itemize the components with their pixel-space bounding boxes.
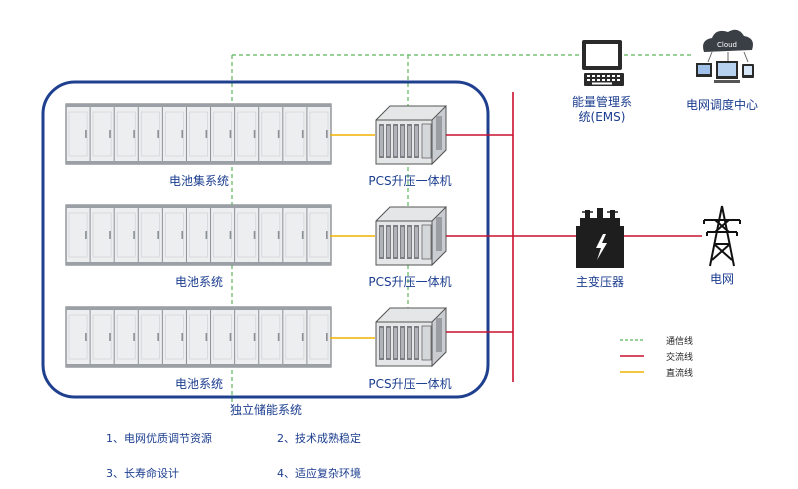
- storage-system-label: 独立储能系统: [229, 403, 303, 417]
- battery-cabinet-bot: [65, 306, 332, 368]
- battery-cabinet-mid: [65, 204, 332, 266]
- pcs-unit-bot: [375, 306, 447, 368]
- ems-computer-icon: [582, 40, 624, 86]
- cloud-label: Cloud: [717, 41, 737, 49]
- pcs-unit-top: [375, 104, 447, 166]
- ems-label-line2: 统(EMS): [578, 110, 626, 124]
- ac-lines: [446, 92, 702, 382]
- legend-comm-label: 通信线: [666, 337, 694, 347]
- pcs-bot-label: PCS升压一体机: [368, 377, 452, 391]
- battery-cluster-mid-label: 电池系统: [174, 275, 224, 289]
- legend-dc-label: 直流线: [666, 369, 694, 379]
- transformer-label: 主变压器: [575, 275, 625, 289]
- pcs-top-label: PCS升压一体机: [368, 174, 452, 188]
- dc-lines: [330, 134, 375, 339]
- feature-item: 1、电网优质调节资源: [106, 432, 212, 445]
- legend: [620, 339, 644, 373]
- transformer-icon: [576, 208, 624, 268]
- storage-system-frame: [41, 80, 490, 399]
- ems-label-line1: 能量管理系: [571, 95, 633, 109]
- cloud-icon: Cloud: [703, 29, 753, 63]
- feature-item: 3、长寿命设计: [106, 467, 179, 480]
- legend-ac-label: 交流线: [666, 353, 694, 363]
- grid-tower-icon: [703, 205, 741, 267]
- pcs-unit-mid: [375, 205, 447, 267]
- feature-item: 2、技术成熟稳定: [277, 432, 361, 445]
- battery-cluster-top-label: 电池集系统: [168, 174, 230, 188]
- dispatch-center-label: 电网调度中心: [685, 98, 759, 112]
- grid-label: 电网: [709, 272, 735, 286]
- battery-cabinet-top: [65, 103, 332, 165]
- feature-item: 4、适应复杂环境: [277, 467, 361, 480]
- dispatch-devices-icon: [696, 61, 754, 83]
- battery-cluster-bot-label: 电池系统: [174, 377, 224, 391]
- pcs-mid-label: PCS升压一体机: [368, 275, 452, 289]
